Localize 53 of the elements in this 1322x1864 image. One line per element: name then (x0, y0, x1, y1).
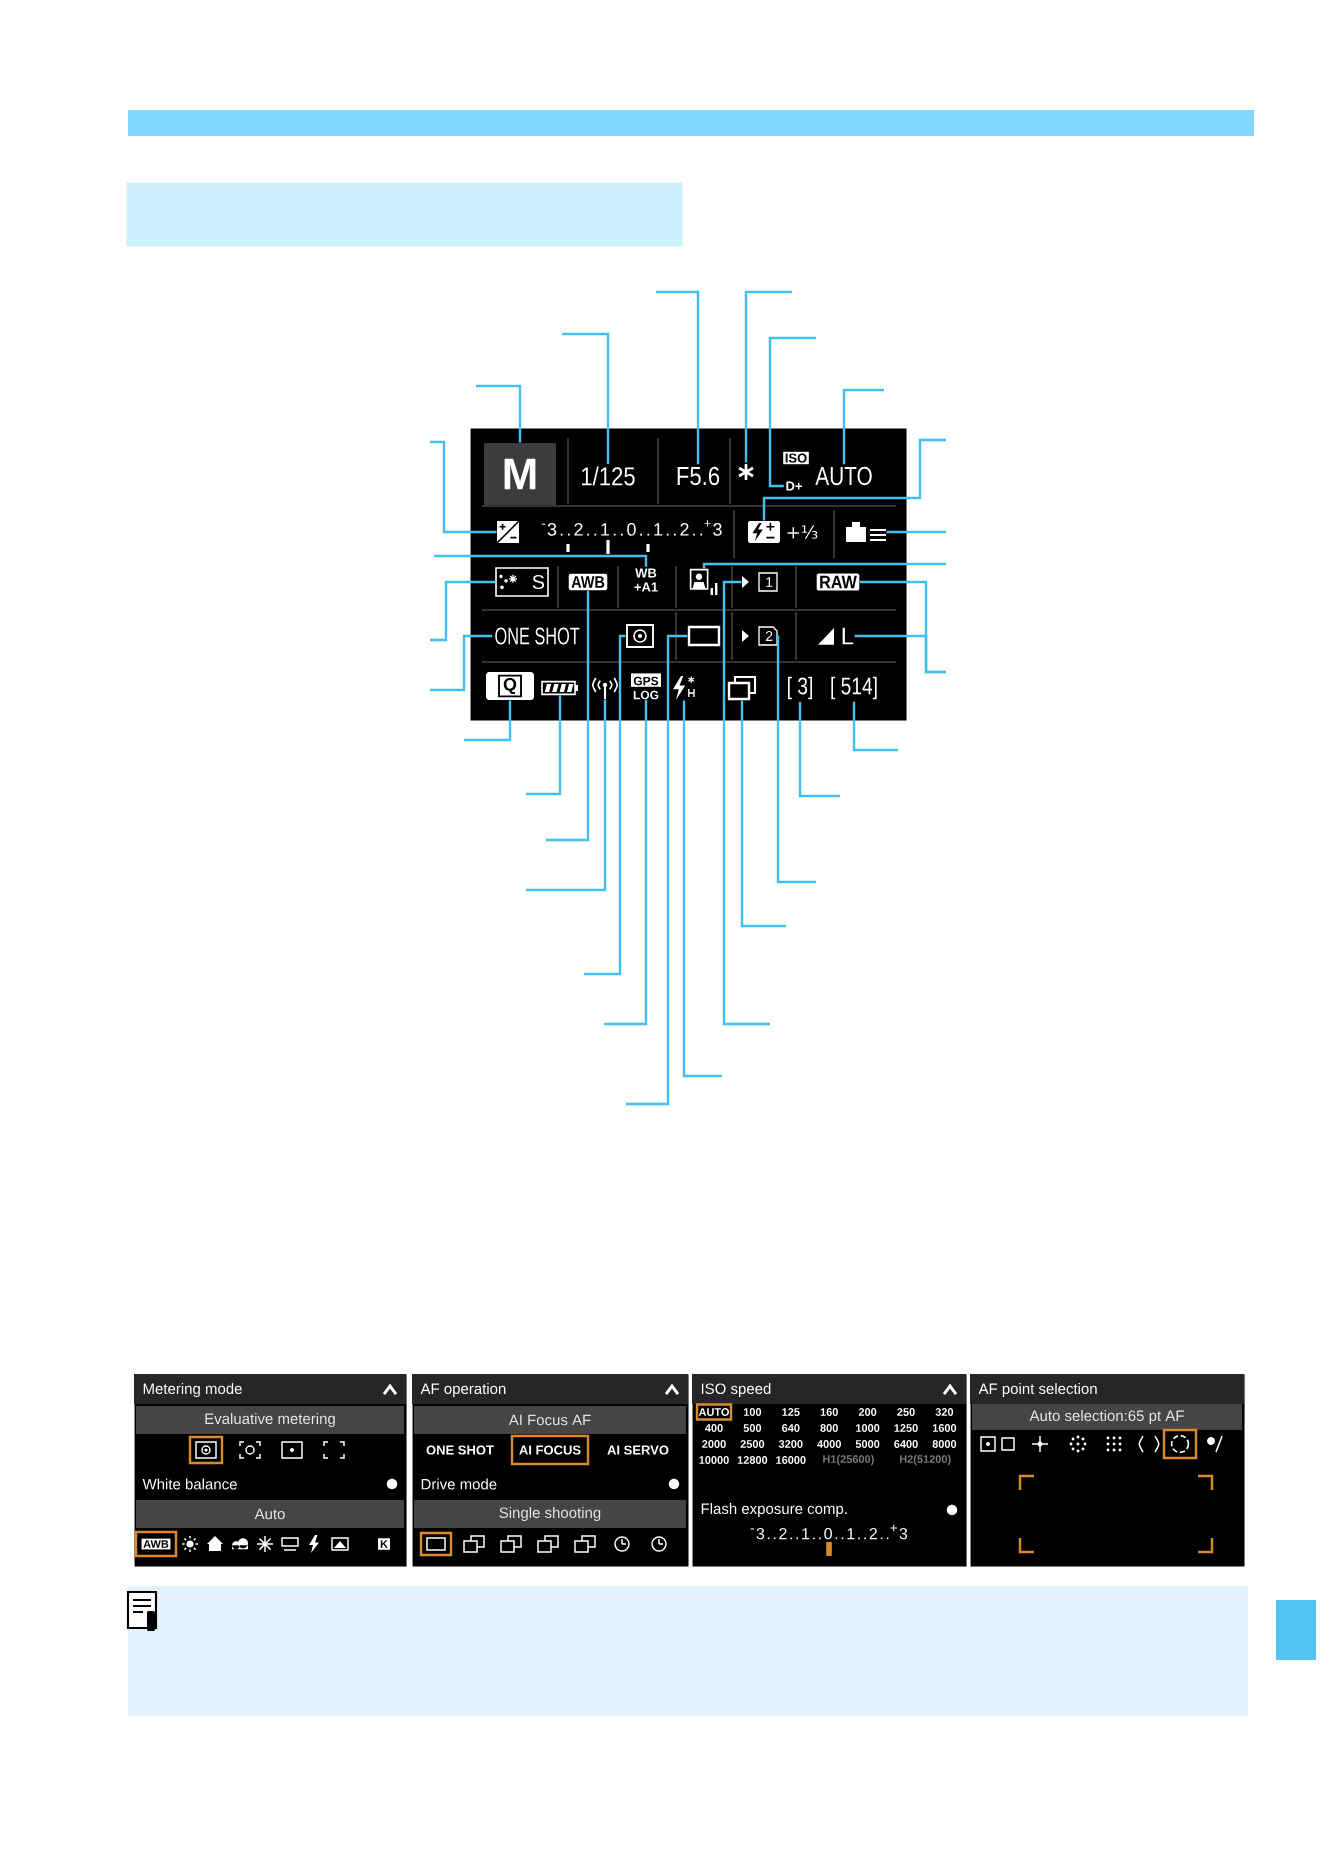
q-button: Q (486, 672, 534, 700)
leader-line (854, 634, 946, 674)
leader-line (604, 699, 648, 1026)
leader-line (682, 700, 722, 1078)
aperture-value: F5.6 (677, 466, 720, 486)
leader-line (546, 590, 590, 842)
leader-line (476, 384, 522, 443)
metering-icon (626, 624, 654, 648)
heading-box (126, 182, 683, 247)
leader-line (562, 332, 610, 464)
camera-icon (846, 522, 888, 542)
text-badge: RAW (816, 573, 860, 591)
leader-line (430, 634, 492, 692)
leader-line (464, 700, 512, 742)
flash-icon (673, 675, 695, 700)
leader-line (430, 580, 496, 642)
picture-style-box: S (495, 567, 549, 597)
leader-line (886, 530, 946, 534)
asterisk-icon (737, 462, 755, 482)
plus-minus-box (496, 520, 520, 544)
leader-line (842, 388, 884, 465)
leader-line (776, 634, 816, 884)
flash-compensation-icon (748, 521, 780, 543)
leader-line (740, 700, 786, 928)
leader-line (526, 695, 562, 796)
rectangle-box (687, 625, 721, 647)
shots-counter: [ 514] (831, 676, 877, 700)
leader-line (430, 440, 497, 534)
exposure-scale: $^{-}$3..2..1..0..1..2..$^{+}$3 (750, 1524, 908, 1540)
compensation-value: +⅓ (787, 525, 818, 539)
leader-line (526, 699, 607, 892)
leader-line (626, 634, 688, 1106)
leader-line (702, 562, 946, 569)
mode-box: M (484, 443, 556, 505)
leader-line (798, 701, 840, 798)
battery-icon (541, 680, 578, 696)
leader-line (584, 634, 626, 976)
portrait-icon (689, 568, 718, 595)
shutter-speed: 1/125 (582, 466, 635, 486)
wireless-icon (592, 677, 618, 699)
leader-line (722, 580, 770, 1026)
shots-counter: [ 3] (788, 676, 812, 700)
iso-value: AUTO (815, 466, 872, 486)
leader-line (852, 701, 898, 752)
leader-line (768, 336, 816, 488)
exposure-scale: $^{-}$3..2..1..0..1..2..$^{+}$3 (542, 520, 722, 536)
af-mode-text: ONE SHOT (495, 627, 580, 645)
leader-line (762, 438, 946, 521)
leader-line (744, 290, 792, 463)
leader-line (434, 554, 648, 567)
leader-line (656, 290, 700, 465)
stacked-frames-box (727, 675, 757, 701)
quality-text: L (818, 627, 854, 645)
